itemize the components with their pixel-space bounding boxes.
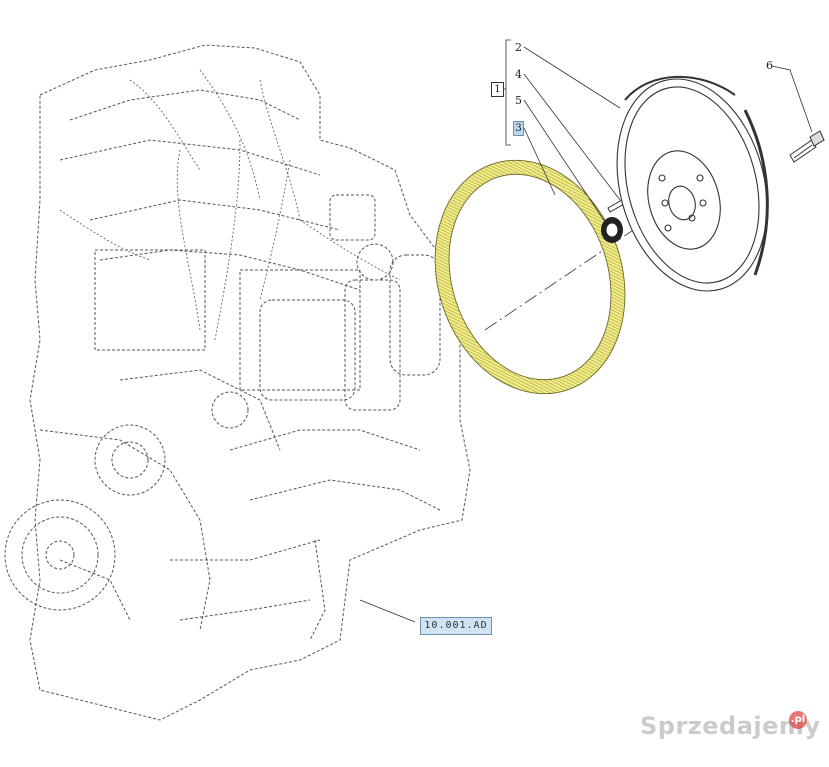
callout-4: 4 [515, 68, 522, 81]
reference-link-10-001-ad[interactable]: 10.001.AD [420, 617, 492, 635]
callout-6: 6 [766, 59, 773, 72]
flywheel-bolt [789, 130, 825, 163]
engine-block [29, 44, 471, 721]
callout-5: 5 [515, 94, 522, 107]
leader-lines [359, 39, 813, 623]
ring-gear[interactable] [406, 135, 655, 418]
callout-3-highlighted[interactable]: 3 [513, 121, 524, 136]
flywheel [616, 75, 769, 292]
pump [94, 194, 394, 496]
callout-2: 2 [515, 41, 522, 54]
group-callout-1: 1 [491, 82, 504, 97]
wiring [59, 69, 401, 341]
pulley [4, 499, 116, 611]
watermark-badge: .pl [789, 711, 807, 729]
pilot-bearing [601, 217, 623, 243]
